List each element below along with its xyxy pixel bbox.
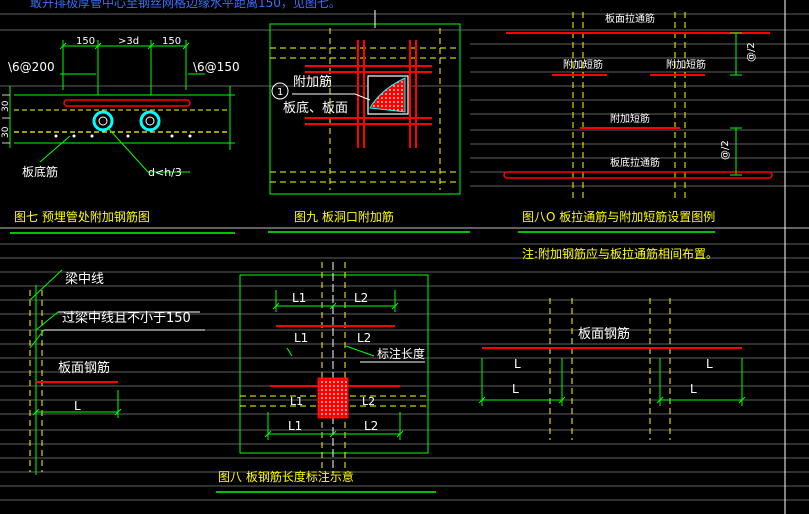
- top-note: 敢开排极厚管中心至钢丝网格边缘水平距离150，见图七。: [30, 0, 341, 10]
- fig10-mid-label: 附加短筋: [610, 112, 650, 125]
- fig10-bottom-label: 板底拉通筋: [610, 156, 660, 169]
- left-L-label: L: [74, 399, 81, 413]
- fig8-L1-mid: L1: [294, 331, 308, 345]
- right-top-rebar-label: 板面钢筋: [578, 326, 630, 342]
- figure-9: 1 附加筋 板底、板面 图九 板洞口附加筋: [268, 10, 470, 233]
- fig10-dim-top: @/2: [746, 42, 757, 62]
- fig7-d-label: d<h/3: [148, 166, 182, 179]
- fig8-caption: 图八 板钢筋长度标注示意: [218, 469, 354, 484]
- fig8-L2-mid: L2: [357, 331, 371, 345]
- beam-center-label: 梁中线: [65, 272, 104, 287]
- fig7-rebar-left-label: \6@200: [8, 60, 55, 74]
- fig7-dim-150-left: 150: [76, 36, 95, 47]
- right-L-right-top: L: [706, 357, 713, 371]
- fig8-L1-bottom: L1: [288, 419, 302, 433]
- fig10-caption: 图八O 板拉通筋与附加短筋设置图例: [522, 209, 715, 224]
- figure-right-bottom: 板面钢筋 L L L L: [478, 298, 746, 440]
- fig10-note: 注:附加钢筋应与板拉通筋相间布置。: [522, 246, 718, 261]
- fig8-L2-bottom: L2: [364, 419, 378, 433]
- fig8-L1-top: L1: [292, 291, 306, 305]
- fig10-dim-bottom: @/2: [720, 140, 731, 160]
- fig7-pipe-right: [139, 110, 161, 132]
- fig9-callout-circle: [271, 82, 289, 100]
- fig7-caption: 图七 预埋管处附加钢筋图: [14, 209, 150, 224]
- figure-beam-section: 梁中线 过梁中线且不小于150 板面钢筋 L: [29, 269, 205, 475]
- fig7-side-dim-bottom: 30: [1, 126, 11, 138]
- fig8-L2-top: L2: [354, 291, 368, 305]
- fig10-top-label: 板面拉通筋: [605, 12, 655, 25]
- figure-8: L1 L2 L1 L2 标注长度 L1 L2 L1 L2 图八 板钢筋长度标注示…: [216, 262, 436, 493]
- right-L-left-top: L: [514, 357, 521, 371]
- fig7-dim-150-right: 150: [162, 36, 181, 47]
- fig9-caption: 图九 板洞口附加筋: [294, 209, 394, 224]
- fig9-callout-number: 1: [277, 87, 283, 98]
- fig7-top-additional-rebar: [63, 99, 191, 107]
- right-L-right: L: [690, 382, 697, 396]
- fig7-side-dim-top: 30: [1, 100, 11, 112]
- figure-7: 150 >3d 150 \6@200 \6@150 30 30: [1, 36, 240, 234]
- over-center-label: 过梁中线且不小于150: [62, 311, 191, 326]
- fig8-beam-column: [317, 377, 349, 419]
- fig10-left-short-label: 附加短筋: [563, 58, 603, 71]
- fig7-dim-3d: >3d: [118, 36, 139, 47]
- fig9-label-additional: 附加筋: [293, 74, 332, 90]
- fig7-bottom-label: 板底筋: [22, 164, 58, 179]
- figure-10: 板面拉通筋 附加短筋 附加短筋 附加短筋 板底拉通筋 @/2 @/2 图八O 板…: [503, 12, 773, 261]
- left-top-rebar-label: 板面钢筋: [58, 360, 110, 376]
- fig10-right-short-label: 附加短筋: [666, 58, 706, 71]
- right-L-left: L: [512, 382, 519, 396]
- fig7-pipe-left: [92, 110, 114, 132]
- fig9-label-slab: 板底、板面: [283, 100, 348, 116]
- fig8-mark-length: 标注长度: [377, 346, 425, 361]
- fig8-L1-small: L1: [290, 395, 303, 408]
- fig7-rebar-right-label: \6@150: [193, 60, 240, 74]
- fig8-L2-small: L2: [362, 395, 375, 408]
